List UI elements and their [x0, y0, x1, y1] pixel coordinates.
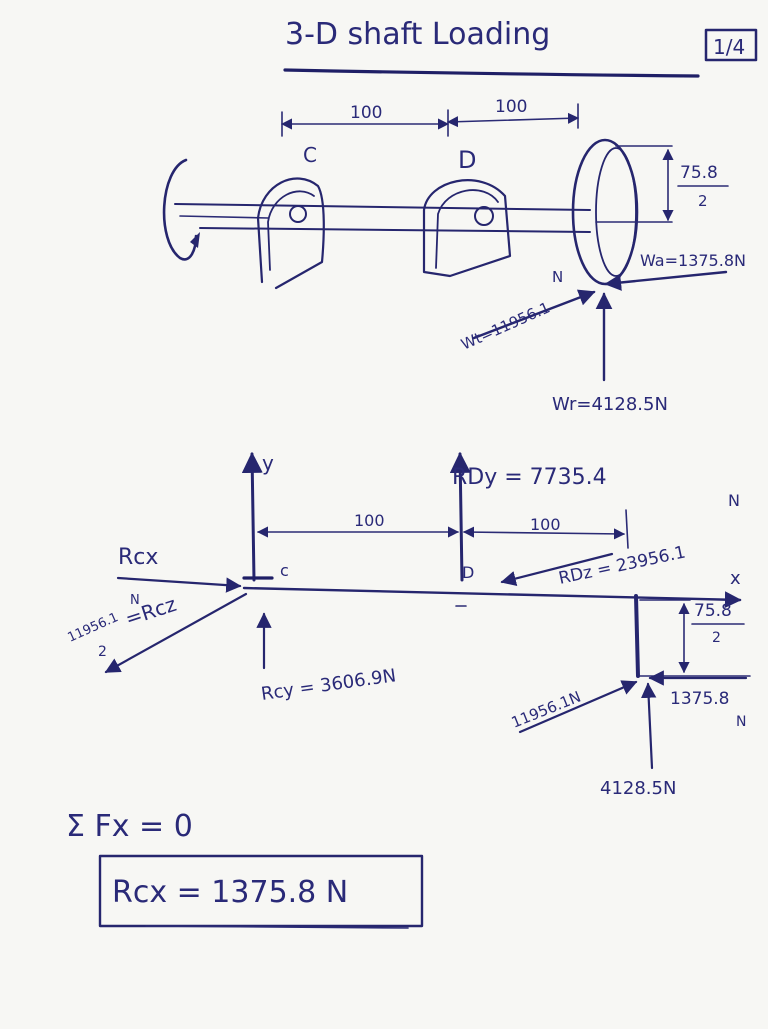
axial-force-label: Wa=1375.8N	[640, 251, 746, 270]
axial-force-arrow	[604, 270, 728, 291]
end-radial-arrow	[640, 682, 657, 770]
rcy-label: Rcy = 3606.9N	[260, 665, 398, 705]
gear-inner-rim	[595, 147, 637, 277]
end-tangential-arrow	[518, 680, 638, 734]
bearing-c-icon	[256, 177, 325, 290]
end-axial-unit: N	[736, 714, 746, 730]
rdy-arrow	[449, 451, 471, 582]
result-value: Rcx = 1375.8 N	[112, 875, 348, 910]
shaft-3d-sketch: 100 100 C D 75.8 2	[162, 97, 746, 415]
end-radius-num: 75.8	[694, 601, 732, 621]
rcz-value: 11956.1	[66, 610, 121, 646]
torque-arrowhead-icon	[190, 232, 200, 248]
tangential-force-arrow	[472, 289, 596, 340]
gear-plane-line	[634, 594, 640, 678]
rcz-denominator: 2	[98, 644, 107, 660]
fbd-dim-line-d-end	[462, 526, 626, 540]
rcz-unit: N	[130, 593, 140, 608]
end-axial-label: 1375.8	[670, 689, 729, 709]
rdy-label: RDy = 7735.4	[452, 465, 607, 490]
rdz-arrow	[500, 552, 614, 587]
rcx-label: Rcx	[118, 545, 158, 570]
rdz-label: RDz = 23956.1	[557, 542, 688, 588]
result-underline	[145, 925, 409, 929]
tangential-force-unit: N	[552, 268, 563, 286]
free-body-diagram: y RDy = 7735.4 100 100 x c D Rcx 11956.1…	[66, 451, 751, 799]
support-c-label: c	[280, 561, 289, 580]
end-radial-label: 4128.5N	[600, 778, 676, 799]
dim-tick	[625, 509, 629, 549]
radial-force-label: Wr=4128.5N	[552, 394, 668, 415]
dim-label-d-gear: 100	[495, 97, 527, 117]
dim-label-cd: 100	[350, 103, 382, 123]
page-number-box	[704, 28, 758, 62]
tangential-force-label: Wt=11956.1	[458, 298, 552, 353]
shaft-center-line	[179, 215, 269, 219]
torque-curl-icon	[162, 158, 198, 261]
support-d-label: D	[462, 563, 474, 582]
rcx-arrow	[116, 576, 242, 593]
gear-radius-num: 75.8	[680, 163, 718, 183]
fbd-dim-label-d-end: 100	[530, 515, 561, 534]
rcz-arrow	[104, 592, 248, 674]
end-radius-den: 2	[712, 630, 721, 646]
label-bearing-c: C	[303, 143, 317, 167]
shaft-top-line	[174, 203, 591, 211]
dim-line-d-gear	[446, 112, 580, 128]
result-box	[98, 854, 424, 928]
equilibrium-equation: Σ Fx = 0	[66, 809, 193, 844]
rdz-unit: N	[728, 491, 740, 510]
page-number: 1/4	[713, 35, 745, 59]
x-axis-label: x	[730, 568, 741, 589]
bearing-d-icon	[422, 179, 512, 278]
title-underline	[283, 68, 700, 78]
shaft-bottom-line	[199, 227, 591, 233]
shaft-axis-line	[242, 586, 742, 609]
y-axis-label: y	[262, 451, 274, 475]
page-title: 3-D shaft Loading	[285, 17, 550, 52]
y-axis-line	[241, 451, 263, 582]
gear-radius-den: 2	[698, 192, 708, 210]
label-bearing-d: D	[458, 146, 476, 174]
fbd-dim-label-cd: 100	[354, 511, 385, 530]
